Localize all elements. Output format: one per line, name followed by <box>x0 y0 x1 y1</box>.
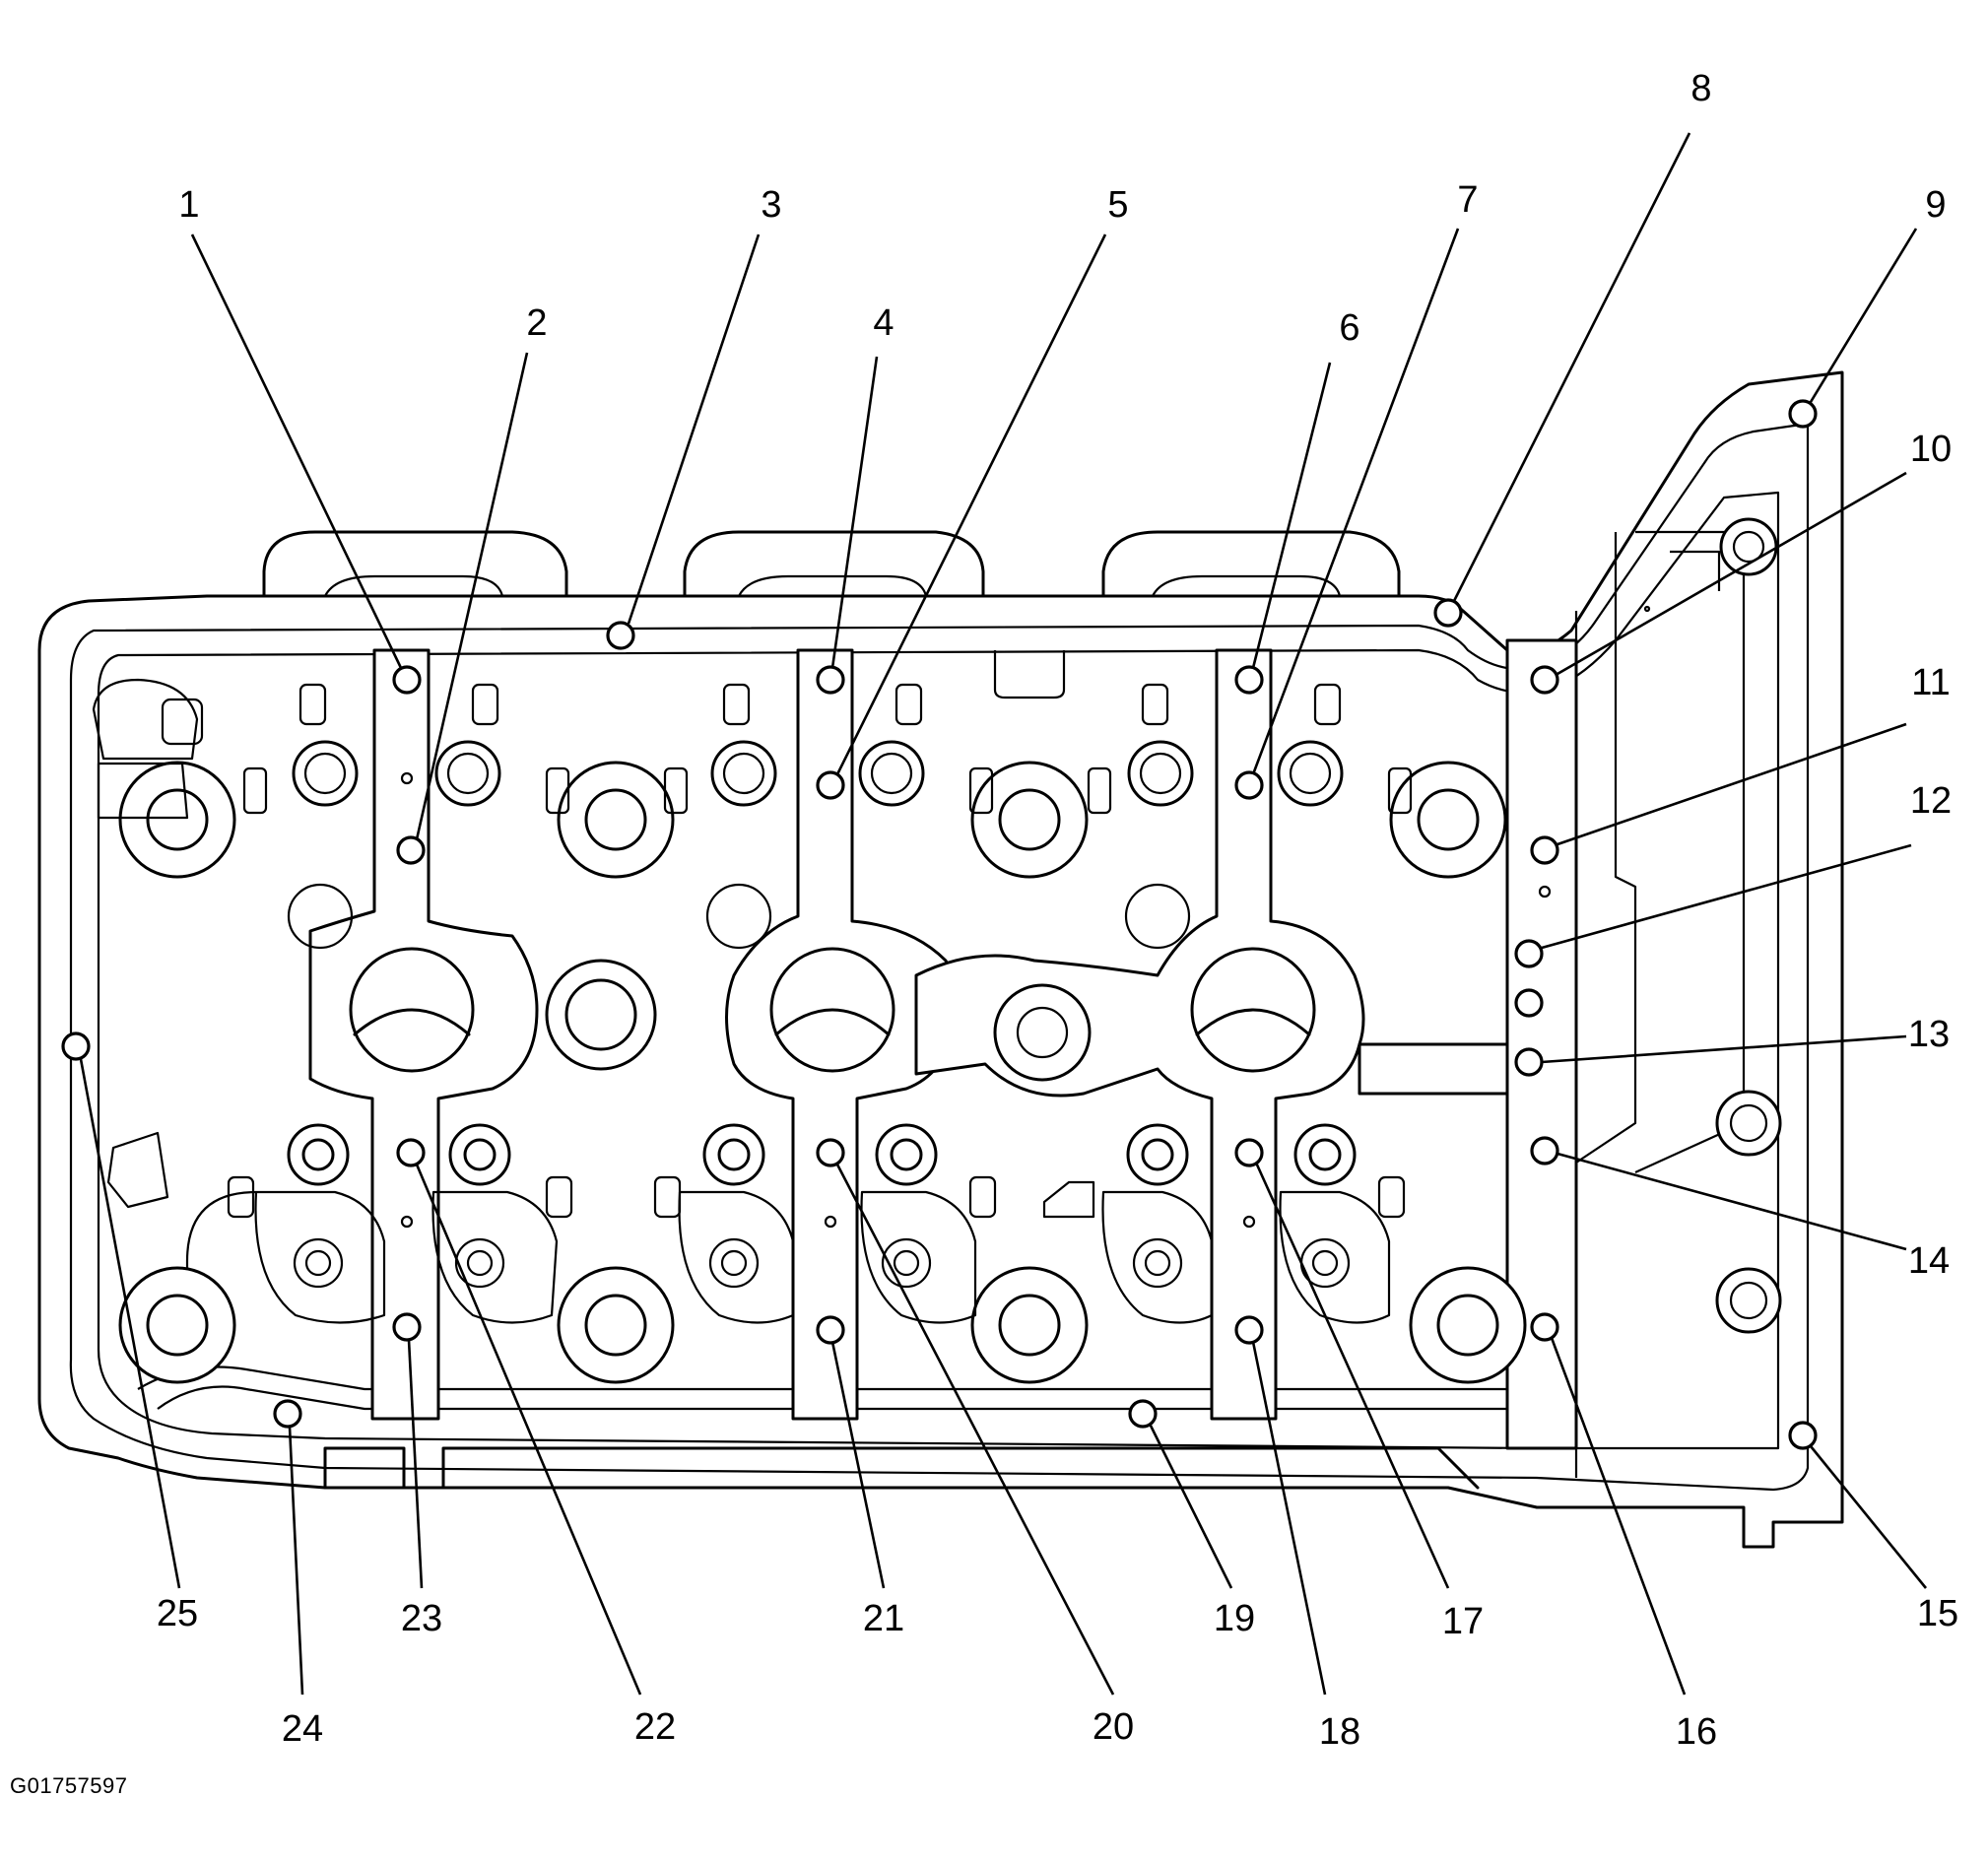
callout-13: 13 <box>1908 1014 1950 1055</box>
callout-12: 12 <box>1910 780 1952 822</box>
callout-3: 3 <box>761 184 781 226</box>
upper-valve-bosses <box>92 650 1507 1071</box>
callout-20: 20 <box>1093 1706 1134 1748</box>
callout-25: 25 <box>157 1593 198 1634</box>
callout-24: 24 <box>282 1708 323 1750</box>
figure-id-label: G01757597 <box>10 1773 128 1798</box>
callout-1: 1 <box>178 184 199 226</box>
callout-4: 4 <box>873 302 894 344</box>
callout-21: 21 <box>863 1598 904 1639</box>
callout-8: 8 <box>1690 68 1711 109</box>
callout-9: 9 <box>1925 184 1946 226</box>
callout-14: 14 <box>1908 1240 1950 1282</box>
bolt-holes <box>61 399 1818 1450</box>
bearing-cap-strips <box>308 638 1578 1450</box>
callout-15: 15 <box>1917 1593 1958 1634</box>
callout-7: 7 <box>1457 179 1478 221</box>
callout-5: 5 <box>1107 184 1128 226</box>
callout-17: 17 <box>1442 1601 1484 1642</box>
callout-10: 10 <box>1910 429 1952 470</box>
callout-22: 22 <box>634 1706 676 1748</box>
callout-16: 16 <box>1676 1711 1717 1753</box>
callout-19: 19 <box>1214 1598 1255 1639</box>
callout-2: 2 <box>526 302 547 344</box>
callout-23: 23 <box>401 1598 442 1639</box>
callout-labels: 1 2 3 4 5 6 7 8 9 10 11 12 13 14 15 16 1… <box>157 68 1958 1753</box>
callout-11: 11 <box>1911 662 1950 703</box>
callout-6: 6 <box>1339 307 1359 349</box>
leader-lines <box>79 132 1928 1696</box>
lower-valve-bosses <box>106 517 1782 1384</box>
callout-18: 18 <box>1319 1711 1360 1753</box>
